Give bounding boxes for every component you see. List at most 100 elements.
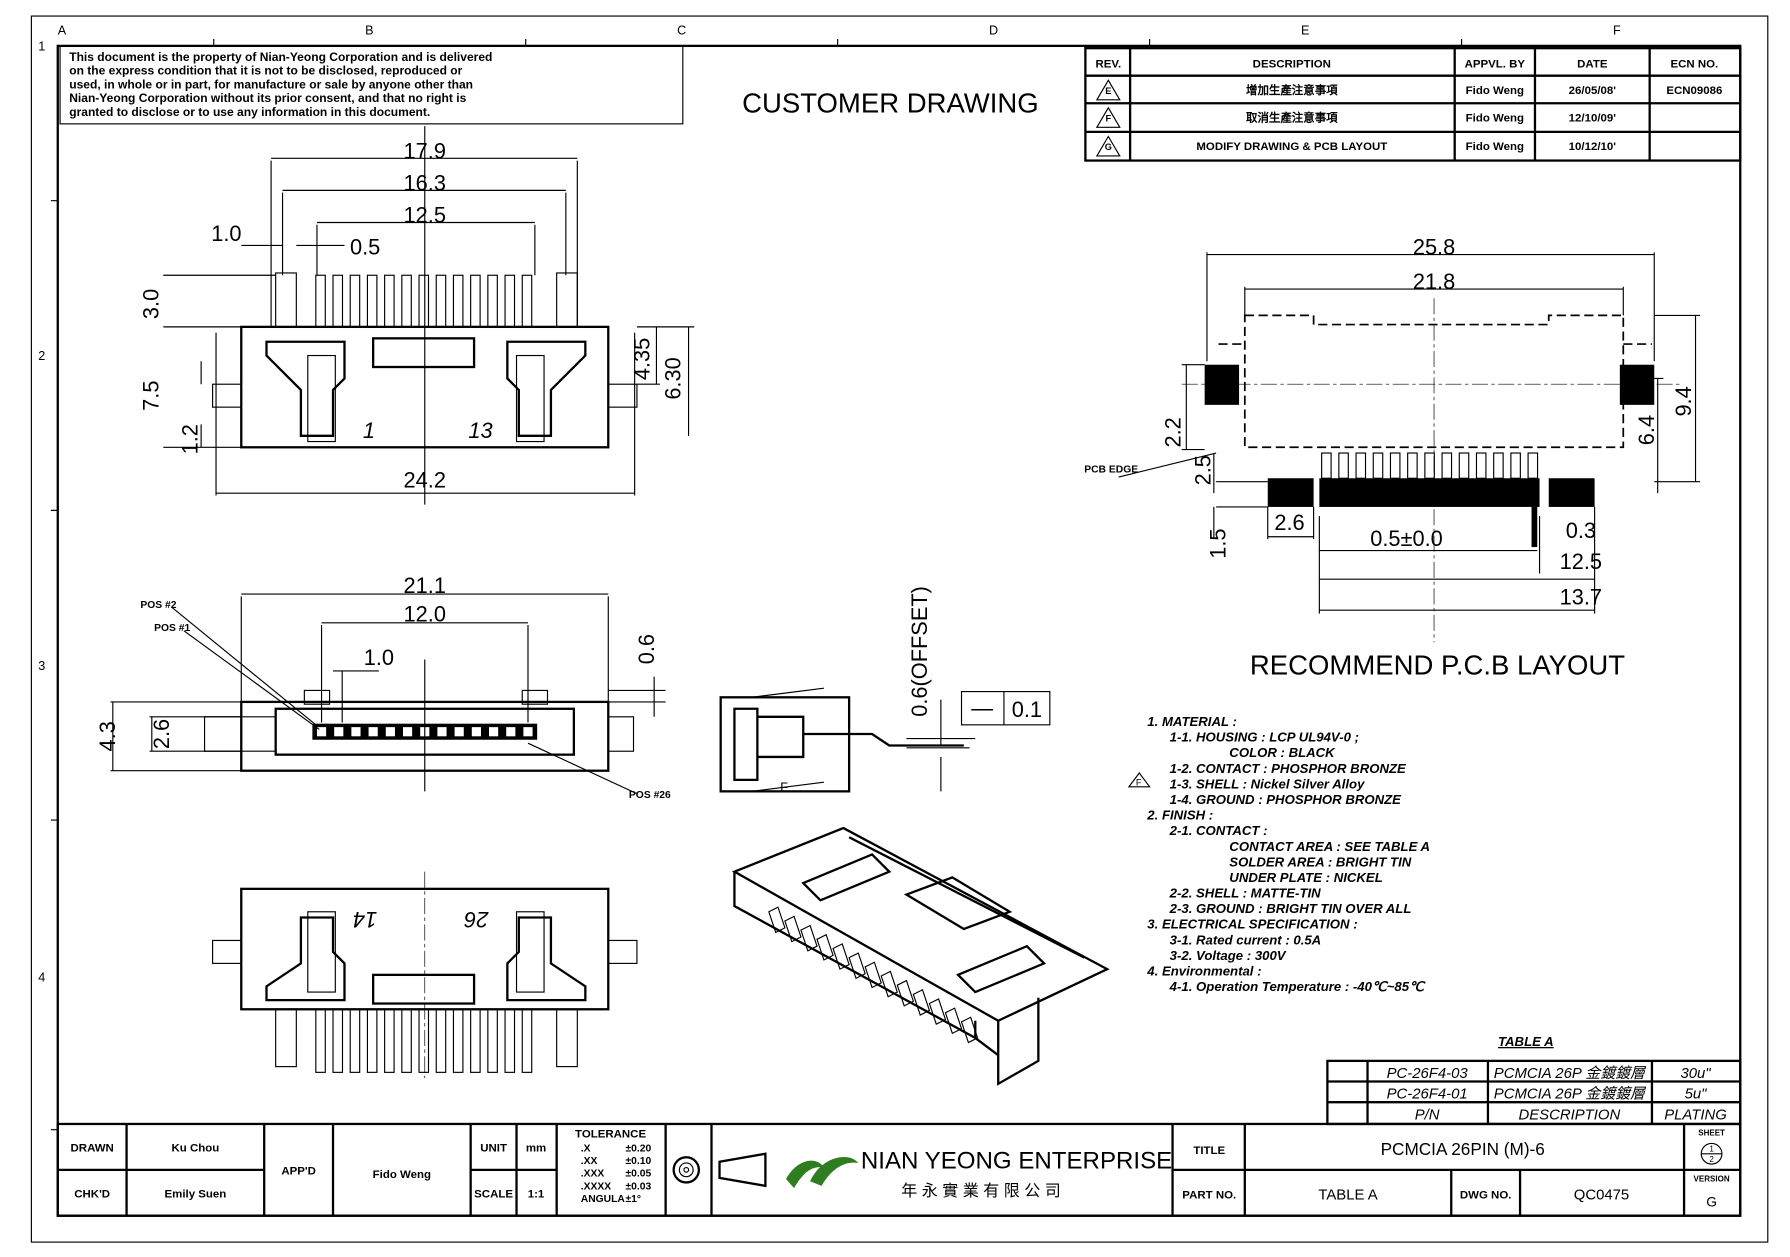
dim-6-30: 6.30 <box>661 357 686 399</box>
flatness-symbol: — <box>971 696 993 721</box>
approved-by: Fido Weng <box>373 1169 431 1181</box>
disclaimer-line: Nian-Yeong Corporation without its prior… <box>69 91 466 105</box>
contact-pin <box>912 988 931 1016</box>
sheet-number: 1 <box>1709 1144 1714 1153</box>
contact-pin <box>384 274 395 328</box>
description-header: DESCRIPTION <box>1253 59 1331 71</box>
dim-16-3: 16.3 <box>404 170 446 195</box>
table-a-title: TABLE A <box>1498 1034 1554 1049</box>
contact-pin <box>349 274 361 328</box>
drawn-by: Ku Chou <box>172 1142 220 1154</box>
scale-value: 1:1 <box>528 1188 545 1200</box>
checked-label: CHK'D <box>74 1188 110 1200</box>
tolerance-precision: .XX <box>581 1156 598 1167</box>
company-name: NIAN YEONG ENTERPRISE <box>861 1148 1172 1175</box>
contact-pin <box>418 274 430 328</box>
contact-slot <box>437 727 447 737</box>
rev-description: 取消生產注意事項 <box>1246 111 1338 125</box>
dim-17-9: 17.9 <box>404 138 446 163</box>
contact-pin <box>848 952 866 980</box>
part-no: TABLE A <box>1318 1188 1377 1204</box>
contact-pin <box>832 943 850 970</box>
row-label: 1 <box>38 39 45 53</box>
rev-triangle-icon <box>1095 79 1121 101</box>
contact-slot <box>506 727 516 737</box>
rev-letter: F <box>1106 114 1112 124</box>
company-name-chinese: 年 永 實 業 有 限 公 司 <box>901 1181 1061 1200</box>
contact-pin <box>452 1008 464 1073</box>
contact-pin <box>1527 452 1539 479</box>
contact-pin <box>1389 452 1401 479</box>
disclaimer-text: This document is the property of Nian-Ye… <box>69 50 492 119</box>
title-block: DRAWN Ku Chou CHK'D Emily Suen APP'D Fid… <box>56 1122 1742 1217</box>
note-line: 1. MATERIAL : <box>1147 714 1237 729</box>
tolerance-value: ±0.10 <box>625 1156 651 1167</box>
disclaimer-line: used, in whole or in part, for manufactu… <box>69 77 473 91</box>
contact-pin <box>504 274 516 328</box>
pcb-edge-label: PCB EDGE <box>1084 465 1138 476</box>
contact-pin <box>521 1008 533 1073</box>
notes: 1. MATERIAL : 1-1. HOUSING : LCP UL94V-0… <box>1146 714 1430 994</box>
contact-pin <box>1355 452 1367 479</box>
contact-pin <box>864 961 882 989</box>
contact-pin <box>1338 452 1349 479</box>
note-line: SOLDER AREA : BRIGHT TIN <box>1229 854 1411 869</box>
note-line: 2-2. SHELL : MATTE-TIN <box>1169 886 1321 901</box>
row-label: 3 <box>38 659 45 673</box>
dim-21-1: 21.1 <box>404 573 446 598</box>
contact-pin <box>896 979 915 1007</box>
dim-21-8: 21.8 <box>1413 269 1455 294</box>
table-a-header-plating: PLATING <box>1664 1107 1727 1123</box>
rev-date: 10/12/10' <box>1569 141 1617 153</box>
dim-pitch: 0.5±0.0 <box>1370 526 1443 551</box>
note-line: 1-1. HOUSING : LCP UL94V-0 ; <box>1170 730 1359 745</box>
pcb-layout-view: 25.8 21.8 9.4 6.4 2.2 2.5 1.5 2.6 0.5±0.… <box>1084 235 1701 680</box>
ecn-header: ECN NO. <box>1671 59 1719 71</box>
contact-pin <box>1458 452 1470 479</box>
contact-slot <box>316 727 327 737</box>
dim-12-5-pcb: 12.5 <box>1560 549 1602 574</box>
contact-slot <box>471 727 481 737</box>
column-label: B <box>365 23 373 37</box>
disclaimer-box <box>59 45 684 125</box>
date-header: DATE <box>1577 59 1608 71</box>
table-a-plating: 5u" <box>1685 1087 1708 1103</box>
table-a-header-description: DESCRIPTION <box>1518 1107 1620 1123</box>
dim-1-5: 1.5 <box>1205 528 1230 558</box>
contact-slot <box>488 727 499 737</box>
tolerance-precision: ANGULA <box>581 1194 626 1205</box>
note-line: UNDER PLATE : NICKEL <box>1229 870 1382 885</box>
dim-0-3: 0.3 <box>1566 518 1596 543</box>
contact-pin <box>366 1008 378 1073</box>
contact-slot <box>334 727 344 737</box>
note-line: 2-3. GROUND : BRIGHT TIN OVER ALL <box>1169 901 1412 916</box>
column-label: E <box>1301 23 1309 37</box>
column-label: D <box>989 23 998 37</box>
callout-pos-1: POS #1 <box>154 623 190 634</box>
tolerance-value: ±0.20 <box>625 1143 651 1154</box>
dim-25-8: 25.8 <box>1413 235 1455 260</box>
contact-pin <box>928 998 947 1025</box>
tolerance-value: ±0.05 <box>625 1169 651 1180</box>
drawn-label: DRAWN <box>71 1142 114 1154</box>
note-line: 3-2. Voltage : 300V <box>1170 948 1287 963</box>
note-line: 4-1. Operation Temperature : -40℃~85℃ <box>1169 979 1426 994</box>
drawing-heading: CUSTOMER DRAWING <box>742 87 1039 118</box>
contact-pin <box>470 1008 481 1073</box>
rev-approved-by: Fido Weng <box>1466 113 1524 125</box>
note-line: 3. ELECTRICAL SPECIFICATION : <box>1147 917 1357 932</box>
dwg-no-label: DWG NO. <box>1460 1190 1512 1202</box>
version: G <box>1706 1195 1717 1210</box>
rev-approved-by: Fido Weng <box>1466 85 1524 97</box>
pin-label-26: 26 <box>463 907 489 932</box>
dim-1-0-front: 1.0 <box>364 645 394 670</box>
contact-pin <box>487 274 498 328</box>
dim-0-5: 0.5 <box>350 235 380 260</box>
revision-table: REV. DESCRIPTION APPVL. BY DATE ECN NO. … <box>1084 47 1742 162</box>
pin-label-1: 1 <box>363 418 375 443</box>
contact-pin <box>1321 452 1332 479</box>
rev-description: 增加生產注意事項 <box>1246 83 1338 97</box>
approved-label: APP'D <box>281 1165 316 1177</box>
approved-by-header: APPVL. BY <box>1465 59 1526 71</box>
disclaimer-line: on the express condition that it is not … <box>69 64 462 78</box>
